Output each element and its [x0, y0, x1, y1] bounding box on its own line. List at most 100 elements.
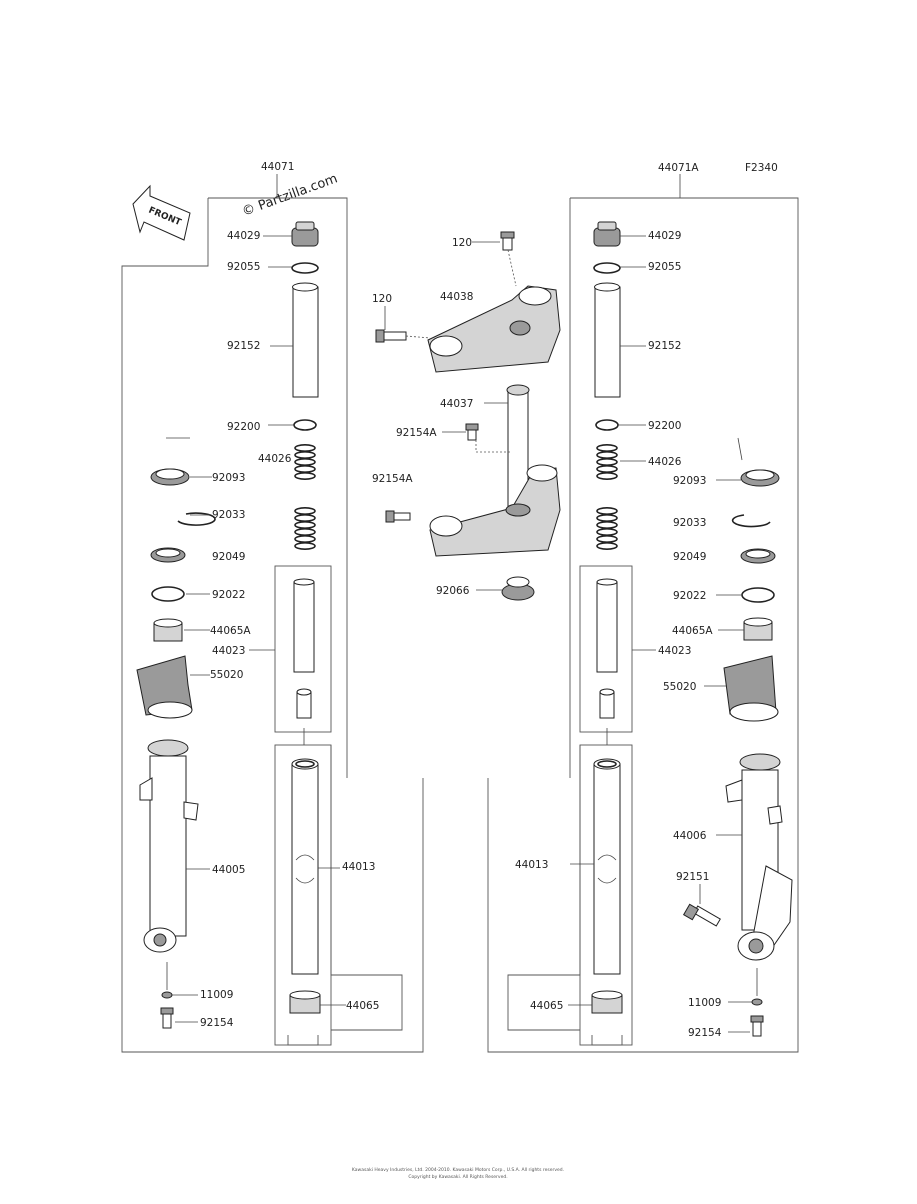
left-label-washer-seal: 92022 — [212, 589, 245, 601]
left-label-inner-tube: 44013 — [342, 861, 375, 873]
right-label-washer: 92200 — [648, 420, 681, 432]
right-cap-bolt — [593, 221, 621, 247]
label-stem-bolt-lower: 92154A — [372, 473, 413, 485]
left-label-washer: 92200 — [227, 421, 260, 433]
left-guide-bushing — [153, 618, 183, 642]
right-label-drain-bolt: 92154 — [688, 1027, 722, 1039]
spring-coil — [596, 534, 618, 543]
left-label-cover: 55020 — [210, 669, 243, 681]
spring-coil — [596, 513, 618, 522]
spring-coil — [596, 443, 618, 452]
left-spacer-pipe — [292, 282, 319, 398]
right-washer — [595, 419, 619, 431]
left-label-spring: 44026 — [258, 453, 292, 465]
left-label-spacer-pipe: 92152 — [227, 340, 260, 352]
right-outer-tube — [725, 753, 793, 961]
right-dust-seal — [740, 469, 780, 487]
right-label-washer-seal: 92022 — [673, 590, 706, 602]
right-oil-seal — [740, 548, 776, 564]
left-label-slide-bushing: 44065 — [346, 1000, 379, 1012]
lower-bracket — [429, 464, 561, 557]
watermark-text: © Partzilla.com — [240, 171, 339, 219]
right-caliper-bolt — [682, 903, 721, 927]
right-label-gasket: 11009 — [688, 997, 721, 1009]
right-label-o-ring: 92055 — [648, 261, 681, 273]
right-label-cover: 55020 — [663, 681, 696, 693]
right-label-spacer-pipe: 92152 — [648, 340, 681, 352]
right-label-cylinder-unit: 44023 — [658, 645, 691, 657]
spring-coil — [596, 541, 618, 550]
left-cylinder-unit — [293, 578, 315, 719]
spring-coil — [596, 471, 618, 480]
spring-coil — [596, 450, 618, 459]
front-arrow-icon: FRONT — [132, 184, 191, 241]
spring-coil — [294, 520, 316, 529]
spring-coil — [294, 534, 316, 543]
top-clamp-bolt — [500, 231, 515, 251]
left-label-guide-bushing: 44065A — [210, 625, 251, 637]
label-clamp-bolt-side: 120 — [372, 293, 392, 305]
right-cylinder-unit — [596, 578, 618, 719]
spring-coil — [596, 527, 618, 536]
left-drain-bolt — [160, 1007, 174, 1029]
right-gasket — [751, 998, 763, 1006]
label-clamp-bolt-top: 120 — [452, 237, 472, 249]
left-label-snap-ring: 92033 — [212, 509, 245, 521]
right-guide-bushing — [743, 617, 773, 641]
spring-coil — [294, 506, 316, 515]
right-label-oil-seal: 92049 — [673, 551, 706, 563]
right-label-cap-bolt: 44029 — [648, 230, 681, 242]
label-stem: 44037 — [440, 398, 473, 410]
left-cylinder-box — [274, 565, 332, 733]
left-washer-seal — [151, 586, 185, 602]
spring-coil — [294, 513, 316, 522]
right-label-inner-tube: 44013 — [515, 859, 548, 871]
left-spring — [294, 443, 316, 550]
label-stem-bolt: 92154A — [396, 427, 437, 439]
spring-coil — [596, 520, 618, 529]
right-label-guide-bushing: 44065A — [672, 625, 713, 637]
right-fork-assembly-label: 44071A — [658, 162, 699, 174]
left-label-outer-tube: 44005 — [212, 864, 245, 876]
left-outer-tube — [139, 739, 199, 953]
left-o-ring — [291, 262, 319, 274]
right-label-snap-ring: 92033 — [673, 517, 706, 529]
right-washer-seal — [741, 587, 775, 603]
spring-coil — [596, 464, 618, 473]
spring-coil — [294, 527, 316, 536]
footer-line-2: Copyright by Kawasaki. All Rights Reserv… — [408, 1174, 507, 1180]
right-label-outer-tube: 44006 — [673, 830, 707, 842]
figure-code: F2340 — [745, 162, 778, 174]
left-slide-bushing — [289, 990, 321, 1014]
left-label-oil-seal: 92049 — [212, 551, 245, 563]
spring-coil — [294, 457, 316, 466]
left-oil-seal — [150, 547, 186, 563]
left-label-o-ring: 92055 — [227, 261, 260, 273]
stem-seal — [501, 576, 535, 601]
left-snap-ring — [177, 512, 216, 526]
right-assembly-frame — [487, 197, 799, 1053]
label-stem-seal: 92066 — [436, 585, 470, 597]
left-washer — [293, 419, 317, 431]
lower-clamp-bolt — [385, 510, 411, 523]
left-dust-seal — [150, 468, 190, 486]
left-fork-cover — [136, 655, 193, 719]
left-label-cap-bolt: 44029 — [227, 230, 260, 242]
right-drain-bolt — [750, 1015, 764, 1037]
left-fork-assembly-label: 44071 — [261, 161, 294, 173]
right-spacer-pipe — [594, 282, 621, 398]
right-inner-tube — [593, 758, 621, 975]
footer-line-1: Kawasaki Heavy Industries, Ltd. 2004-201… — [352, 1167, 564, 1173]
left-label-drain-bolt: 92154 — [200, 1017, 234, 1029]
left-label-cylinder-unit: 44023 — [212, 645, 245, 657]
right-o-ring — [593, 262, 621, 274]
spring-coil — [294, 464, 316, 473]
right-slide-bushing — [591, 990, 623, 1014]
right-label-dust-seal: 92093 — [673, 475, 706, 487]
left-gasket — [161, 991, 173, 999]
spring-coil — [294, 443, 316, 452]
spring-coil — [596, 457, 618, 466]
spring-coil — [294, 471, 316, 480]
spring-coil — [294, 450, 316, 459]
